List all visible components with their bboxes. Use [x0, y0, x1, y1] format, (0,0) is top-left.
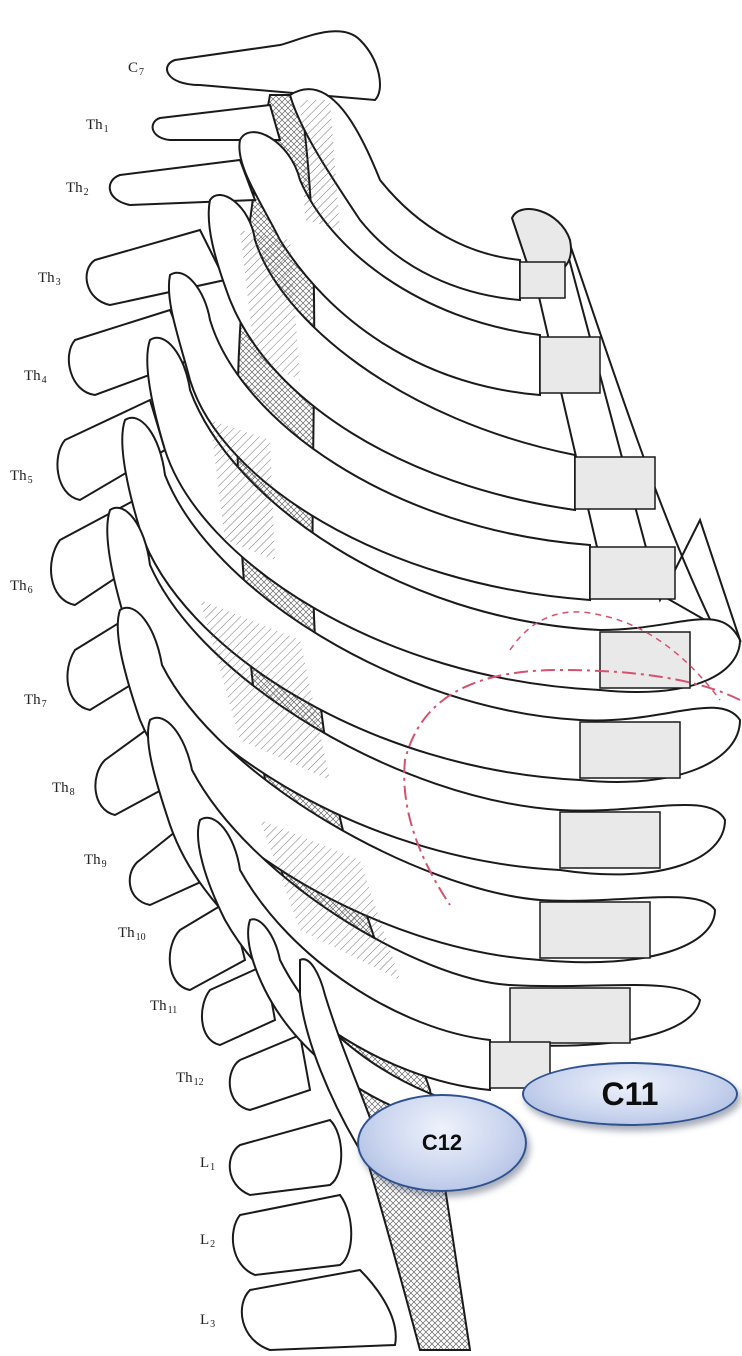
vertebra-label-th9: Th9	[84, 852, 107, 870]
vertebra-label-l2: L2	[200, 1232, 215, 1250]
badge-c11: C11	[522, 1062, 738, 1126]
vertebra-label-th2: Th2	[66, 180, 89, 198]
vertebra-label-l3: L3	[200, 1312, 215, 1330]
vertebra-label-th3: Th3	[38, 270, 61, 288]
spinous-th3	[87, 230, 225, 305]
vertebra-l1	[230, 1120, 341, 1195]
vertebra-label-th5: Th5	[10, 468, 33, 486]
vertebra-label-th4: Th4	[24, 368, 47, 386]
spinous-c7	[167, 31, 380, 100]
vertebra-label-th1: Th1	[86, 117, 109, 135]
vertebra-label-th6: Th6	[10, 578, 33, 596]
vertebra-l2	[233, 1195, 351, 1275]
vertebra-label-c7: C7	[128, 60, 144, 78]
vertebra-label-th10: Th10	[118, 925, 146, 943]
vertebra-label-th8: Th8	[52, 780, 75, 798]
vertebra-label-th12: Th12	[176, 1070, 204, 1088]
vertebra-l3	[242, 1270, 396, 1350]
spinous-th2	[110, 160, 255, 205]
vertebra-label-th7: Th7	[24, 692, 47, 710]
vertebra-label-l1: L1	[200, 1155, 215, 1173]
badge-c12: C12	[357, 1094, 527, 1192]
vertebra-label-th11: Th11	[150, 998, 177, 1016]
spinous-th12	[230, 1035, 310, 1110]
